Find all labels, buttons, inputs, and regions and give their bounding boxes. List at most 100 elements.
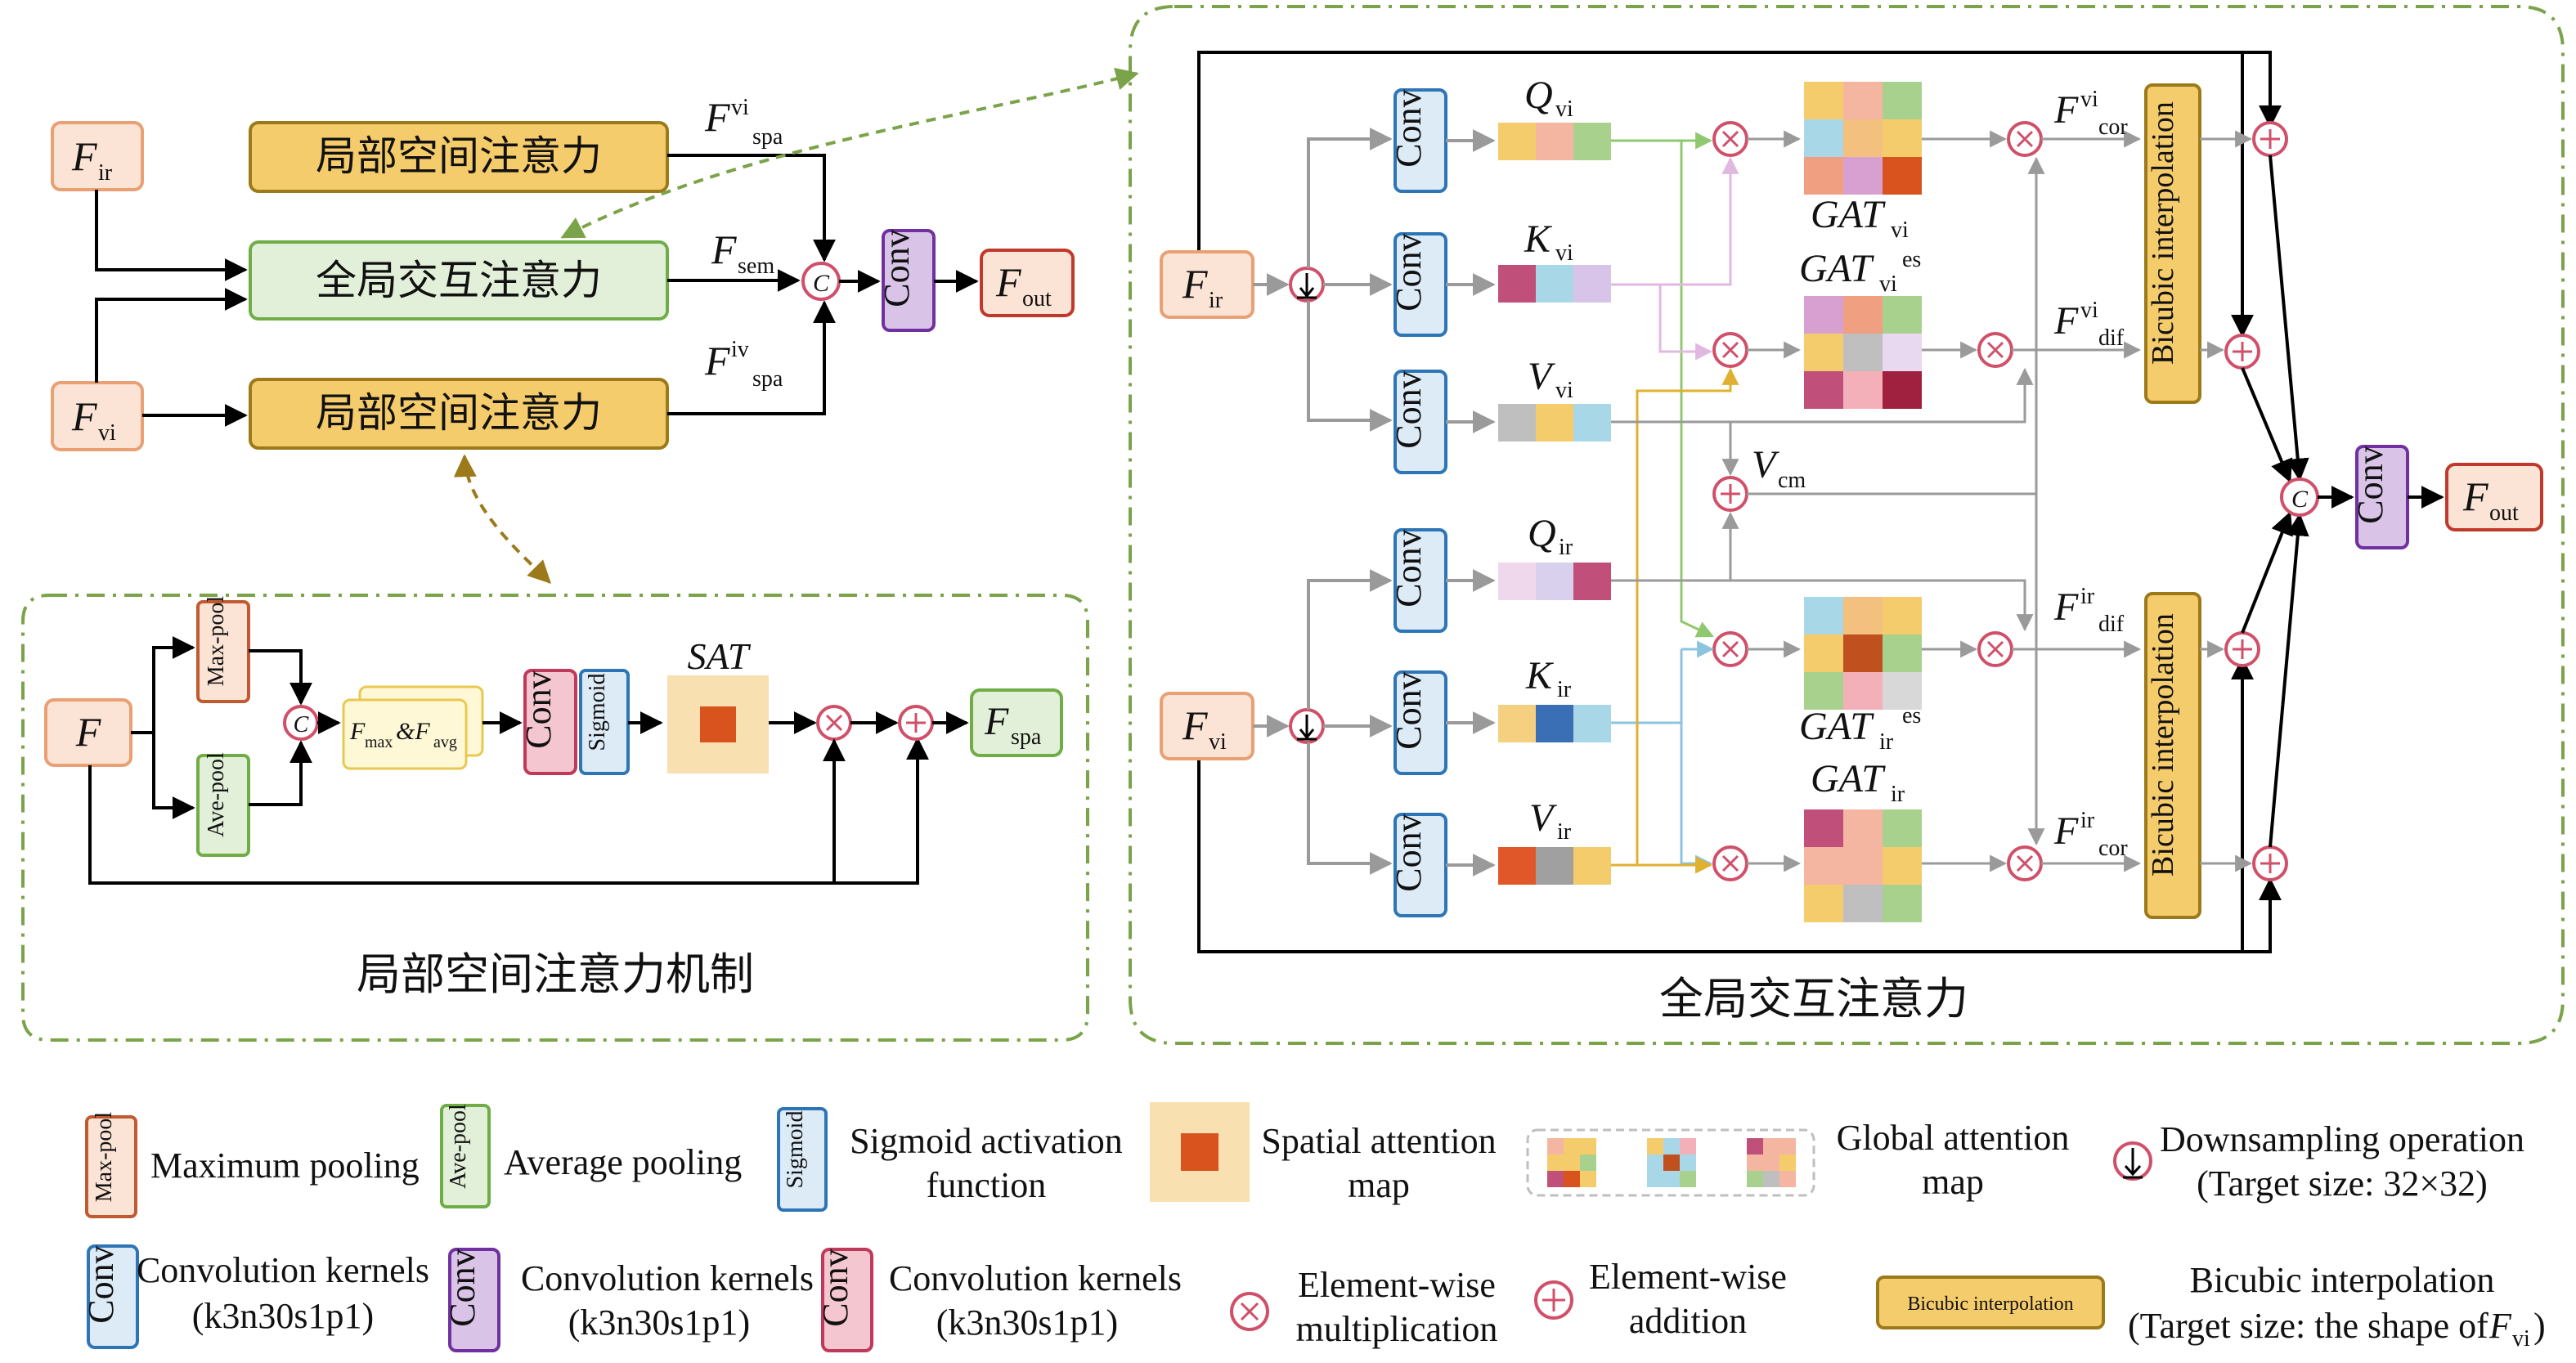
svg-text:(k3n30s1p1): (k3n30s1p1) xyxy=(568,1302,750,1343)
svg-text:ir: ir xyxy=(2080,584,2095,609)
local-mult-node xyxy=(816,705,852,741)
svg-text:): ) xyxy=(2533,1306,2546,1346)
local-max-pool: Max-pool xyxy=(196,596,250,703)
svg-text:spa: spa xyxy=(752,366,783,392)
global-add-vi-dif xyxy=(2224,334,2260,370)
svg-text:ir: ir xyxy=(98,160,113,186)
svg-text:cor: cor xyxy=(2098,114,2128,140)
svg-text:F: F xyxy=(711,226,737,272)
svg-text:Conv: Conv xyxy=(1389,233,1429,311)
svg-text:iv: iv xyxy=(731,337,749,362)
svg-text:Conv: Conv xyxy=(1389,814,1429,891)
svg-text:vi: vi xyxy=(1555,240,1573,266)
svg-text:ir: ir xyxy=(1891,782,1905,807)
svg-text:ir: ir xyxy=(1557,677,1572,702)
svg-text:vi: vi xyxy=(1209,729,1227,755)
svg-text:sem: sem xyxy=(738,253,774,279)
global-downsample-ir xyxy=(1289,267,1325,303)
global-add-ir-cor xyxy=(2252,845,2288,881)
svg-text:全局交互注意力: 全局交互注意力 xyxy=(316,258,602,303)
global-downsample-vi xyxy=(1289,708,1325,744)
svg-text:vi: vi xyxy=(1555,378,1573,403)
svg-text:vi: vi xyxy=(2512,1326,2530,1352)
overview-f-ir-box: F ir xyxy=(51,121,144,191)
legend: Max-pool Maximum pooling Ave-pool Averag… xyxy=(81,1102,2546,1352)
legend-sigmoid: Sigmoid Sigmoid activation function xyxy=(777,1107,1123,1212)
svg-text:multiplication: multiplication xyxy=(1296,1309,1498,1349)
svg-text:avg: avg xyxy=(433,733,457,751)
svg-text:F: F xyxy=(71,133,97,179)
svg-text:C: C xyxy=(813,270,830,297)
svg-text:F: F xyxy=(2462,473,2488,519)
local-add-node xyxy=(898,705,934,741)
global-f-ir-box: F ir xyxy=(1160,250,1254,319)
svg-text:C: C xyxy=(2291,486,2309,513)
svg-text:addition: addition xyxy=(1629,1301,1747,1341)
svg-text:dif: dif xyxy=(2098,612,2125,637)
svg-text:K: K xyxy=(1524,217,1553,261)
overview-local-attention-top: 局部空间注意力 xyxy=(249,121,669,193)
svg-text:ir: ir xyxy=(1557,819,1572,845)
global-bicubic-top: Bicubic interpolation xyxy=(2144,83,2201,404)
svg-text:V: V xyxy=(1528,355,1555,398)
global-mult-dif-ir xyxy=(1977,631,2013,667)
global-mult-qk-ir xyxy=(1712,845,1748,881)
svg-text:Maximum pooling: Maximum pooling xyxy=(150,1146,420,1186)
svg-text:Sigmoid: Sigmoid xyxy=(783,1111,808,1189)
svg-text:Sigmoid activation: Sigmoid activation xyxy=(850,1121,1123,1161)
global-bicubic-bottom: Bicubic interpolation xyxy=(2144,592,2201,919)
svg-text:Conv: Conv xyxy=(815,1249,855,1326)
svg-text:Downsampling operation: Downsampling operation xyxy=(2160,1119,2524,1159)
token-k-ir xyxy=(1498,705,1611,742)
svg-text:Convolution kernels: Convolution kernels xyxy=(889,1258,1182,1298)
svg-text:vi: vi xyxy=(2080,87,2098,112)
token-k-vi xyxy=(1498,265,1611,303)
legend-sat: Spatial attention map xyxy=(1150,1102,1497,1205)
gat-vi-map xyxy=(1804,82,1922,195)
gat-ir-map xyxy=(1804,809,1922,922)
svg-text:F: F xyxy=(995,259,1021,305)
global-conv-v-ir: Conv xyxy=(1389,813,1447,917)
svg-text:Spatial attention: Spatial attention xyxy=(1261,1121,1496,1161)
local-fmax-favg: F max &F avg xyxy=(342,685,484,770)
global-concat-node: C xyxy=(2280,477,2319,517)
svg-text:F: F xyxy=(704,338,730,383)
svg-text:ir: ir xyxy=(1209,288,1223,313)
svg-text:F: F xyxy=(2053,299,2079,343)
svg-text:cor: cor xyxy=(2098,836,2128,861)
svg-text:GAT: GAT xyxy=(1799,247,1874,290)
global-mult-es-ir xyxy=(1712,631,1748,667)
global-mult-cor-ir xyxy=(2007,845,2043,881)
local-f-spa-box: F spa xyxy=(970,688,1063,757)
svg-text:Global attention: Global attention xyxy=(1837,1118,2070,1158)
overview-section: F ir F vi 局部空间注意力 全局交互注意力 局部空间注意力 xyxy=(51,67,1139,584)
gat-vi-es-map xyxy=(1804,296,1922,409)
legend-conv-red: Conv Convolution kernels (k3n30s1p1) xyxy=(815,1248,1182,1352)
svg-text:dif: dif xyxy=(2098,325,2125,351)
svg-text:Conv: Conv xyxy=(1389,370,1429,448)
svg-text:局部空间注意力: 局部空间注意力 xyxy=(316,133,602,179)
svg-text:Conv: Conv xyxy=(1389,671,1429,749)
global-add-vcm xyxy=(1712,476,1748,512)
svg-text:F: F xyxy=(2488,1306,2512,1346)
legend-ave-pool: Ave-pool Average pooling xyxy=(440,1104,742,1208)
svg-text:Bicubic interpolation: Bicubic interpolation xyxy=(1907,1294,2073,1315)
svg-text:function: function xyxy=(927,1165,1047,1205)
svg-text:ir: ir xyxy=(1879,729,1894,755)
svg-text:out: out xyxy=(1022,286,1052,312)
svg-text:es: es xyxy=(1902,703,1921,729)
svg-text:Bicubic interpolation: Bicubic interpolation xyxy=(2190,1260,2495,1300)
global-add-ir-dif xyxy=(2224,631,2260,667)
svg-text:Q: Q xyxy=(1528,512,1556,555)
global-conv-k-vi: Conv xyxy=(1389,232,1447,337)
svg-text:Average pooling: Average pooling xyxy=(504,1142,742,1182)
svg-text:Conv: Conv xyxy=(518,670,559,748)
overview-global-interaction: 全局交互注意力 xyxy=(249,240,669,321)
svg-text:Max-pool: Max-pool xyxy=(92,1112,117,1203)
svg-text:GAT: GAT xyxy=(1799,705,1874,748)
svg-text:Convolution kernels: Convolution kernels xyxy=(137,1250,429,1290)
token-v-ir xyxy=(1498,847,1611,885)
overview-local-attention-bottom: 局部空间注意力 xyxy=(249,378,669,450)
svg-text:F: F xyxy=(2053,809,2079,853)
